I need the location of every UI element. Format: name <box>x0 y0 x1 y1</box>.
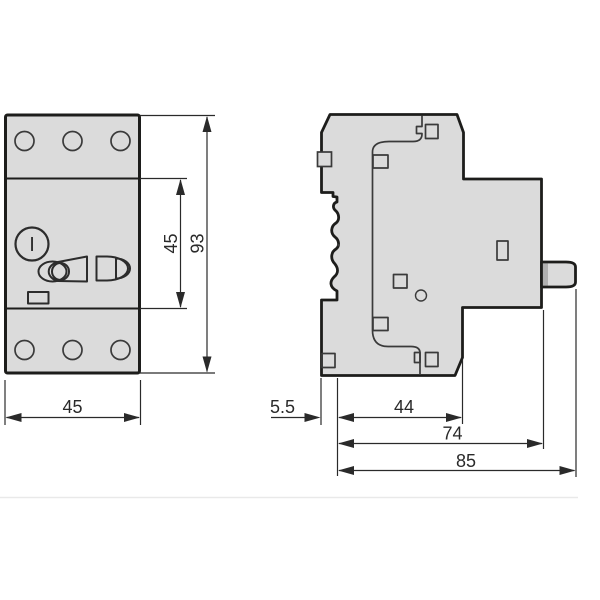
terminal-hole <box>14 339 35 361</box>
side-knob-shadow-band <box>543 263 548 286</box>
clip-tab-small <box>413 351 421 364</box>
arrowhead-right <box>446 413 462 422</box>
arrowhead-left <box>338 413 354 422</box>
start-button-collar <box>37 260 68 283</box>
arrowhead-left <box>338 466 354 475</box>
arrowhead-right <box>304 413 321 422</box>
knob-on-symbol: I <box>29 234 35 256</box>
arrowhead-left <box>338 439 354 448</box>
front-width-dimension: 45 <box>4 380 142 425</box>
housing-split-line <box>371 115 423 375</box>
terminal-hole <box>62 339 83 361</box>
front-body <box>4 113 141 375</box>
terminal-hole <box>14 130 35 152</box>
mount-slot <box>392 273 408 289</box>
clip-tab <box>372 316 389 332</box>
arrowhead-right <box>559 466 576 475</box>
rotary-knob: I <box>14 226 50 262</box>
rail-clip-foot <box>321 352 336 369</box>
knob-ring <box>14 226 50 262</box>
terminal-hole <box>62 130 83 152</box>
side-depth-dimensions: 5.5 44 74 85 <box>270 289 577 477</box>
front-slot <box>496 240 509 261</box>
side-view <box>316 113 577 377</box>
terminal-hole <box>110 339 131 361</box>
indicator-window <box>27 291 50 305</box>
start-button-cap <box>51 262 70 281</box>
front-view: I <box>4 113 141 375</box>
dim-label-body-depth: 74 <box>442 424 462 444</box>
rail-clip-lug <box>316 151 333 168</box>
arrowhead-right <box>124 413 140 422</box>
stop-button-outline <box>95 255 129 282</box>
front-height-dimensions: 45 93 <box>140 114 215 374</box>
pivot-hole <box>414 289 428 302</box>
dim-label-total-depth: 85 <box>456 451 476 471</box>
dim-label-width: 45 <box>62 397 82 417</box>
center-mark <box>337 243 340 247</box>
stop-button-cap <box>115 257 131 280</box>
arrowhead-right <box>527 439 543 448</box>
arrowhead-up <box>176 179 185 195</box>
arrowhead-down <box>176 292 185 308</box>
stop-button <box>95 255 131 282</box>
dim-label-total-height: 93 <box>188 233 208 253</box>
dim-label-inner-height: 45 <box>161 233 181 253</box>
terminal-hole <box>110 130 131 152</box>
mount-slot <box>424 351 439 368</box>
dim-label-upper-depth: 44 <box>394 397 414 417</box>
arrowhead-down <box>202 356 212 373</box>
side-knob <box>540 260 577 289</box>
clip-tab <box>372 154 389 169</box>
arrowhead-left <box>5 413 22 422</box>
start-button <box>37 255 88 283</box>
dim-label-rail-offset: 5.5 <box>270 397 295 417</box>
arrowhead-up <box>202 116 212 132</box>
side-knob-outline <box>540 260 577 289</box>
side-body <box>320 113 543 377</box>
mount-slot <box>424 123 439 140</box>
